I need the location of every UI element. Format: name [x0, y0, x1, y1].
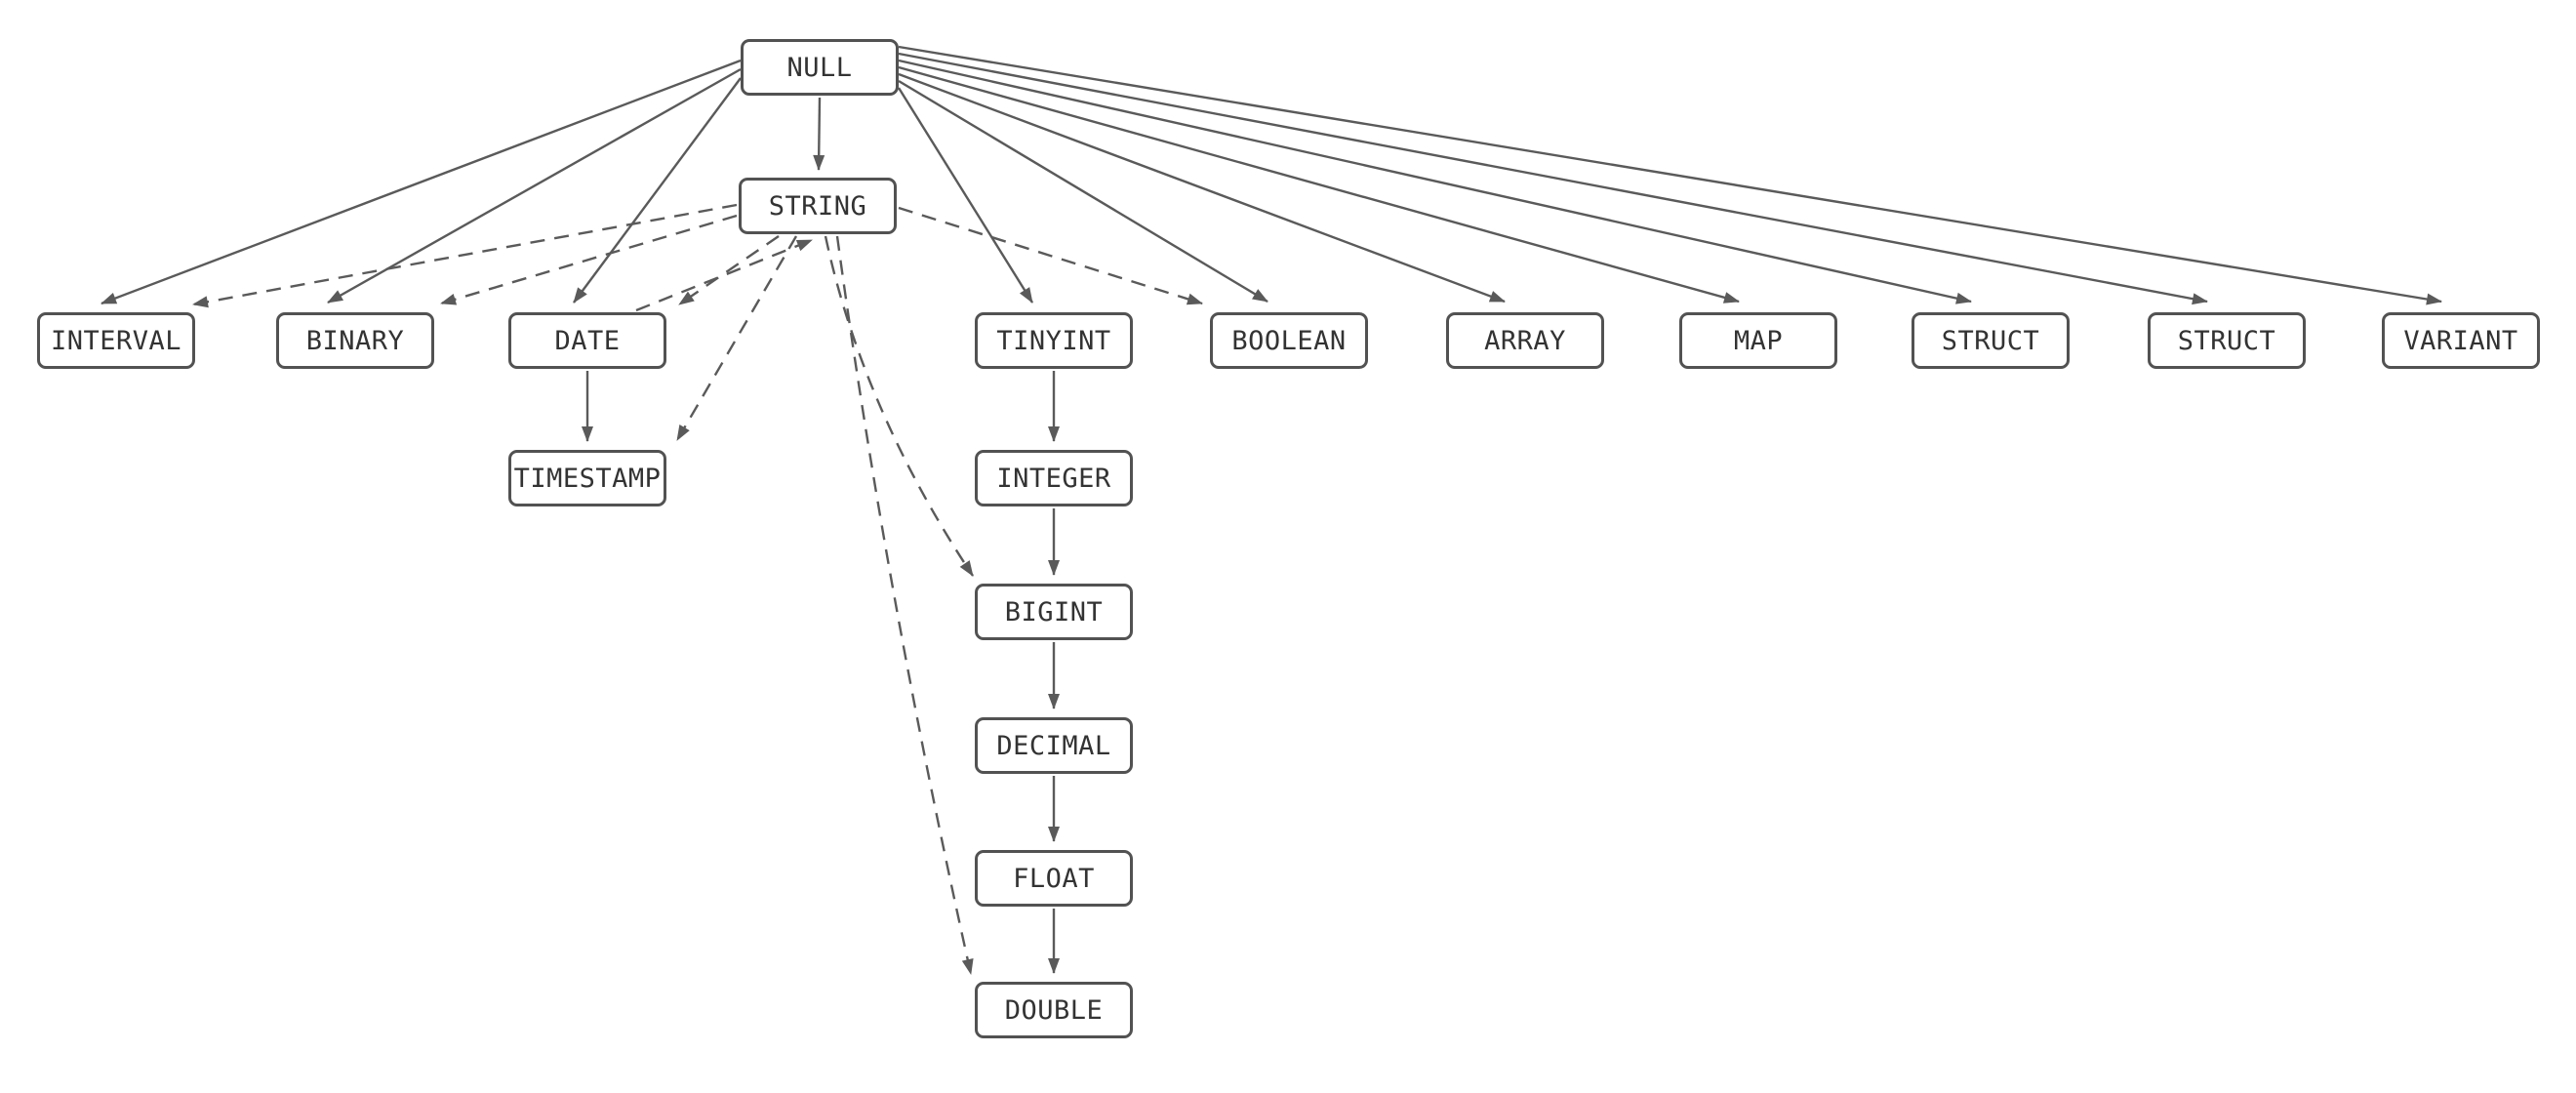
edge-null-to-date-solid	[573, 77, 742, 304]
node-timestamp: TIMESTAMP	[508, 450, 666, 506]
node-label-array: ARRAY	[1484, 325, 1566, 356]
node-label-decimal: DECIMAL	[996, 730, 1111, 761]
edge-string-to-timestamp-dashed	[675, 235, 798, 441]
edge-string-to-date-dashed	[678, 235, 780, 305]
node-struct: STRUCT	[1912, 312, 2070, 369]
node-label-date: DATE	[554, 325, 621, 356]
edge-null-to-map-solid	[898, 65, 1740, 304]
node-null: NULL	[741, 39, 899, 96]
node-bigint: BIGINT	[975, 584, 1133, 640]
node-label-tinyint: TINYINT	[996, 325, 1111, 356]
edge-null-to-interval-solid	[101, 59, 742, 305]
edge-date-to-string-dashed	[635, 238, 813, 312]
edge-string-to-bigint-dashed	[824, 235, 974, 577]
node-date: DATE	[508, 312, 666, 369]
node-decimal: DECIMAL	[975, 717, 1133, 774]
edge-string-to-binary-dashed	[440, 214, 738, 305]
node-label-struct: STRUCT	[1941, 325, 2040, 356]
edge-null-to-struct-solid	[898, 59, 1972, 304]
node-boolean: BOOLEAN	[1210, 312, 1368, 369]
node-label-map: MAP	[1733, 325, 1784, 356]
node-string: STRING	[739, 178, 897, 234]
node-label-struct2: STRUCT	[2177, 325, 2276, 356]
node-label-string: STRING	[768, 190, 867, 222]
node-label-double: DOUBLE	[1004, 994, 1104, 1026]
node-map: MAP	[1679, 312, 1837, 369]
edge-string-to-boolean-dashed	[898, 206, 1203, 305]
node-interval: INTERVAL	[37, 312, 195, 369]
node-double: DOUBLE	[975, 982, 1133, 1038]
node-integer: INTEGER	[975, 450, 1133, 506]
node-label-bigint: BIGINT	[1004, 596, 1104, 627]
edge-string-to-interval-dashed	[192, 203, 738, 308]
node-label-interval: INTERVAL	[50, 325, 182, 356]
node-label-float: FLOAT	[1013, 863, 1095, 894]
node-tinyint: TINYINT	[975, 312, 1133, 369]
node-label-boolean: BOOLEAN	[1231, 325, 1347, 356]
edge-string-to-double-dashed	[835, 235, 974, 975]
node-label-variant: VARIANT	[2403, 325, 2518, 356]
edge-null-to-boolean-solid	[898, 79, 1268, 304]
node-label-binary: BINARY	[305, 325, 405, 356]
edge-null-to-binary-solid	[327, 67, 742, 304]
edge-null-to-tinyint-solid	[897, 87, 1034, 304]
node-array: ARRAY	[1446, 312, 1604, 369]
edge-null-to-variant-solid	[898, 45, 2442, 305]
node-label-null: NULL	[786, 52, 853, 83]
edge-null-to-struct2-solid	[898, 52, 2208, 305]
node-label-timestamp: TIMESTAMP	[513, 463, 662, 494]
edge-null-to-string-solid	[813, 97, 825, 171]
edge-null-to-array-solid	[898, 72, 1506, 304]
node-label-integer: INTEGER	[996, 463, 1111, 494]
node-variant: VARIANT	[2382, 312, 2540, 369]
node-struct2: STRUCT	[2148, 312, 2306, 369]
node-float: FLOAT	[975, 850, 1133, 907]
node-binary: BINARY	[276, 312, 434, 369]
